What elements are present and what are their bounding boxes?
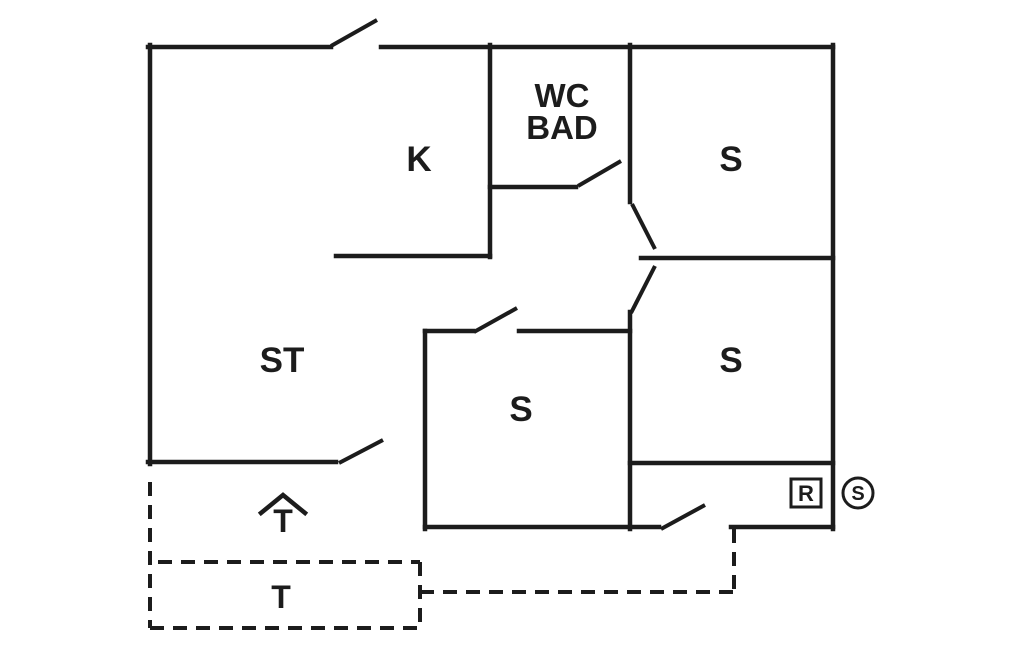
covered-terrace-roof-icon — [257, 492, 309, 517]
label-terrace-open: T — [271, 579, 291, 615]
label-bad: BAD — [526, 109, 598, 146]
label-living-room: ST — [260, 341, 305, 380]
label-bedroom-mid-right: S — [719, 341, 742, 380]
label-bedroom-center: S — [509, 390, 532, 429]
s-circle-icon — [841, 476, 875, 510]
label-bedroom-top-right: S — [719, 140, 742, 179]
label-kitchen: K — [406, 140, 431, 179]
door-bedroom-mid-right — [629, 265, 657, 314]
radiator-box-icon — [789, 477, 823, 509]
door-top-entrance — [330, 18, 378, 48]
door-living-terrace — [338, 438, 384, 465]
door-entry — [660, 503, 706, 531]
label-s-badge: S — [851, 483, 864, 505]
door-wc — [576, 159, 623, 188]
label-terrace-covered: T — [273, 503, 293, 539]
door-bedroom-center — [473, 306, 518, 334]
label-wc: WC — [535, 77, 590, 114]
label-radiator-badge: R — [798, 481, 814, 506]
door-bedroom-top-right — [630, 203, 657, 250]
